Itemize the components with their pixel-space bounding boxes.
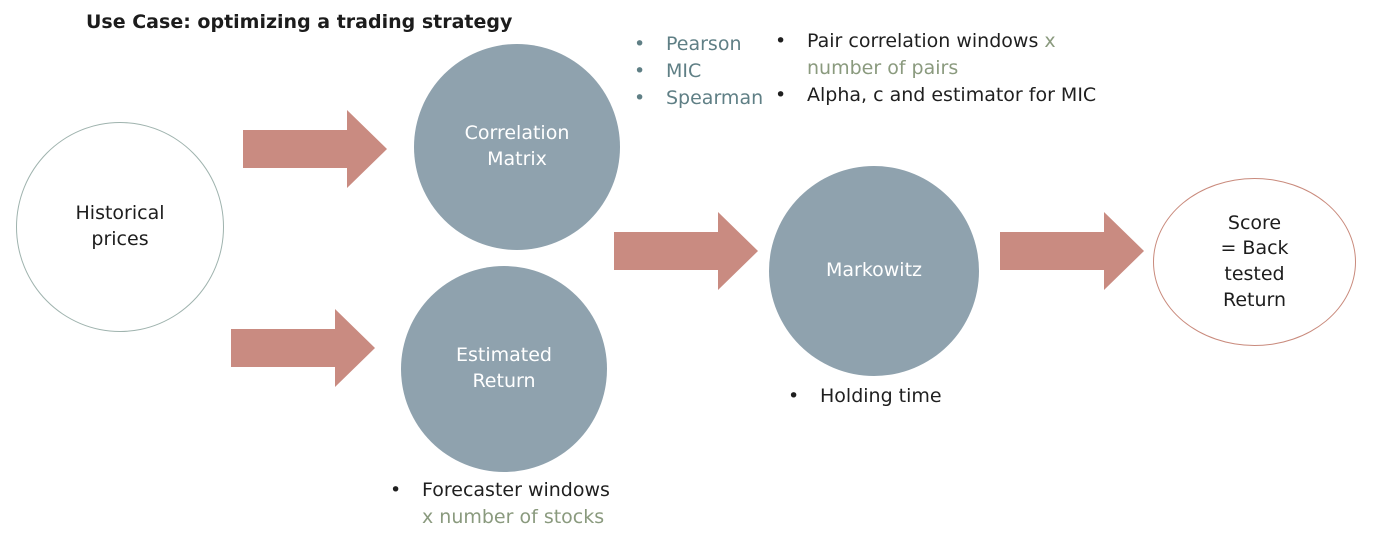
historical-prices-line-2: prices [91, 228, 149, 250]
estimated-params-list: • Forecaster windows x number of stocks [390, 477, 610, 531]
list-item: • Holding time [788, 383, 942, 410]
param-alpha: Alpha, c and estimator for MIC [807, 84, 1097, 106]
arrow-shape [1000, 212, 1144, 290]
bullet-glyph: • [634, 87, 646, 109]
score-line-2: = Back [1220, 237, 1289, 260]
param-pair-windows-cont: number of pairs [807, 57, 959, 79]
markowitz-label: Markowitz [825, 259, 923, 282]
correlation-params-list: • Pair correlation windows x number of p… [775, 28, 1096, 109]
param-pair-windows: Pair correlation windows [807, 30, 1039, 52]
historical-prices-node: Historical prices [16, 122, 224, 332]
param-pair-windows-x: x [1044, 30, 1056, 52]
diagram-title: Use Case: optimizing a trading strategy [86, 11, 513, 33]
list-item: • Alpha, c and estimator for MIC [775, 82, 1096, 109]
correlation-matrix-node: Correlation Matrix [414, 44, 620, 250]
method-mic: MIC [666, 60, 702, 82]
arrow-historical-to-correlation [243, 110, 387, 188]
correlation-matrix-line-2: Matrix [487, 148, 547, 170]
markowitz-params-list: • Holding time [788, 383, 942, 410]
score-line-3: tested [1224, 263, 1285, 285]
estimated-return-line-2: Return [472, 370, 536, 392]
bullet-glyph: • [788, 385, 800, 407]
bullet-glyph: • [634, 33, 646, 55]
arrow-to-markowitz [614, 212, 758, 290]
list-item: • Pair correlation windows x number of p… [775, 28, 1096, 82]
arrow-shape [231, 309, 375, 387]
bullet-glyph: • [390, 479, 402, 501]
bullet-glyph: • [634, 60, 646, 82]
arrow-shape [614, 212, 758, 290]
estimated-return-line-1: Estimated [456, 344, 552, 367]
method-spearman: Spearman [666, 87, 764, 109]
arrow-historical-to-estimated [231, 309, 375, 387]
score-line-4: Return [1222, 288, 1287, 311]
param-holding-time: Holding time [820, 385, 942, 407]
list-item: • Forecaster windows x number of stocks [390, 477, 610, 531]
param-forecaster-windows-cont: x number of stocks [422, 506, 605, 528]
historical-prices-line-1: Historical [75, 202, 165, 225]
estimated-return-node: Estimated Return [401, 266, 607, 472]
arrow-shape [243, 110, 387, 188]
bullet-glyph: • [775, 30, 787, 52]
correlation-methods-list: • Pearson • MIC • Spearman [634, 31, 763, 112]
arrow-markowitz-to-score [1000, 212, 1144, 290]
list-item: • Pearson [634, 31, 763, 58]
bullet-glyph: • [775, 84, 787, 106]
correlation-matrix-line-1: Correlation [464, 122, 570, 145]
score-node: Score = Back tested Return [1153, 178, 1356, 346]
param-forecaster-windows: Forecaster windows [422, 479, 610, 501]
markowitz-node: Markowitz [769, 166, 979, 376]
list-item: • Spearman [634, 85, 763, 112]
score-line-1: Score [1227, 211, 1282, 234]
list-item: • MIC [634, 58, 763, 85]
method-pearson: Pearson [666, 33, 742, 55]
